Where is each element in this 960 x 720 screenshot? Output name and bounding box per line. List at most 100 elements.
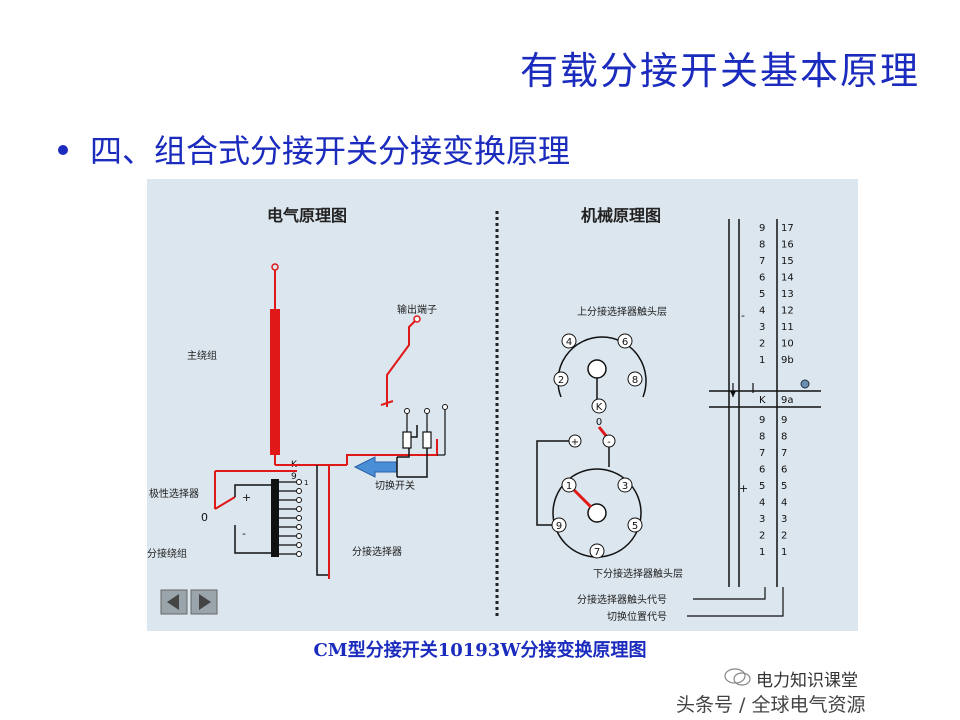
diagram-panel: 电气原理图 主绕组 K 9 极性选择器 0 + - 分接绕组 1 分接选择器 切… <box>147 179 858 631</box>
table-cell-contact: 2 <box>759 531 765 542</box>
next-button[interactable] <box>190 589 218 615</box>
table-cell-position: 4 <box>781 498 787 509</box>
nine-label: 9 <box>291 472 297 482</box>
svg-text:1: 1 <box>304 479 308 487</box>
upper-contact-k: K <box>596 402 603 413</box>
tap-selector-wire-a <box>316 465 329 576</box>
tap-winding-coil <box>271 479 279 557</box>
diagram-svg: 电气原理图 主绕组 K 9 极性选择器 0 + - 分接绕组 1 分接选择器 切… <box>147 206 821 623</box>
watermark-line2: 头条号 / 全球电气资源 <box>676 694 866 716</box>
polarity-plus-label: + <box>242 491 251 504</box>
bullet-text: 四、组合式分接开关分接变换原理 <box>90 132 571 170</box>
upper-contact-2: 2 <box>558 375 564 386</box>
table-minus-sign: - <box>741 309 745 322</box>
table-cell-contact: 9 <box>759 415 765 426</box>
table-cell-contact: 2 <box>759 339 765 350</box>
polarity-plus-wire <box>234 484 275 497</box>
lower-contact-7: 7 <box>594 547 600 558</box>
minus-terminal: - <box>607 437 611 448</box>
lower-contact-1: 1 <box>566 481 572 492</box>
polarity-minus-wire <box>234 525 275 554</box>
upper-contact-0: 0 <box>596 417 602 428</box>
table-cell-position: 5 <box>781 481 787 492</box>
table-cell-contact: 6 <box>759 465 765 476</box>
table-cell-contact: 3 <box>759 514 765 525</box>
table-cell-contact: 5 <box>759 289 765 300</box>
table-cell-position: 9a <box>781 395 794 406</box>
lower-red-arm <box>569 485 593 509</box>
table-cell-position: 8 <box>781 432 787 443</box>
watermark-line1: 电力知识课堂 <box>756 671 858 691</box>
table-cell-position: 2 <box>781 531 787 542</box>
table-cell-contact: 4 <box>759 498 765 509</box>
upper-red-arm <box>597 426 609 438</box>
table-cell-contact: 1 <box>759 547 765 558</box>
resistor-1 <box>402 431 412 449</box>
table-cell-position: 17 <box>781 223 794 234</box>
table-cell-position: 9 <box>781 415 787 426</box>
table-cell-contact: 7 <box>759 256 765 267</box>
table-cell-contact: 5 <box>759 481 765 492</box>
diverter-arrow-icon <box>353 456 398 478</box>
lower-contact-9: 9 <box>556 521 562 532</box>
table-cell-position: 1 <box>781 547 787 558</box>
tap-winding-label: 分接绕组 <box>147 547 187 560</box>
wechat-icon <box>724 668 751 686</box>
polarity-selector-label: 极性选择器 <box>149 487 199 500</box>
table-cell-contact: 1 <box>759 355 765 366</box>
resistor-2 <box>422 431 432 449</box>
main-winding-top-terminal <box>271 263 279 271</box>
mechanical-heading: 机械原理图 <box>581 206 661 225</box>
table-cell-position: 6 <box>781 465 787 476</box>
table-cell-contact: 3 <box>759 322 765 333</box>
lower-contact-5: 5 <box>632 521 638 532</box>
polarity-switch-arm <box>214 496 236 510</box>
contact-code-label: 分接选择器触头代号 <box>577 593 667 606</box>
table-cell-contact: 7 <box>759 448 765 459</box>
prev-button[interactable] <box>160 589 188 615</box>
polarity-minus-label: - <box>242 527 246 540</box>
table-cell-contact: K <box>759 395 766 406</box>
table-cell-position: 12 <box>781 306 794 317</box>
tap-selector-label: 分接选择器 <box>352 545 402 558</box>
output-terminal-label: 输出端子 <box>397 303 437 316</box>
table-cell-position: 15 <box>781 256 794 267</box>
lower-layer-label: 下分接选择器触头层 <box>593 567 683 580</box>
current-position-indicator-icon <box>800 379 810 389</box>
table-cell-position: 13 <box>781 289 794 300</box>
table-cell-position: 10 <box>781 339 794 350</box>
position-code-label: 切换位置代号 <box>607 610 667 623</box>
output-terminal-wire <box>386 318 418 407</box>
figure-caption: CM型分接开关10193W分接变换原理图 <box>313 640 647 661</box>
main-winding-coil <box>270 309 280 455</box>
upper-contact-6: 6 <box>622 337 628 348</box>
table-cell-position: 11 <box>781 322 794 333</box>
table-cell-contact: 4 <box>759 306 765 317</box>
slide-title: 有载分接开关基本原理 <box>519 49 920 93</box>
table-cell-contact: 6 <box>759 273 765 284</box>
table-cell-contact: 8 <box>759 432 765 443</box>
diverter-red-loop <box>346 439 438 465</box>
table-plus-sign: + <box>739 482 748 495</box>
output-terminal-node <box>413 315 421 323</box>
prev-arrow-icon <box>167 594 179 610</box>
table-cell-position: 14 <box>781 273 794 284</box>
lower-contact-3: 3 <box>622 481 628 492</box>
bullet-dot-icon <box>58 144 68 155</box>
upper-contact-4: 4 <box>566 337 572 348</box>
table-cell-position: 7 <box>781 448 787 459</box>
bullet-item: 四、组合式分接开关分接变换原理 <box>58 126 570 172</box>
plus-terminal: + <box>571 437 579 448</box>
table-cell-position: 16 <box>781 240 794 251</box>
table-cell-contact: 9 <box>759 223 765 234</box>
diverter-switch-label: 切换开关 <box>375 479 415 492</box>
table-cell-contact: 8 <box>759 240 765 251</box>
next-arrow-icon <box>199 594 211 610</box>
upper-contact-8: 8 <box>632 375 638 386</box>
upper-layer-label: 上分接选择器触头层 <box>577 305 667 318</box>
main-winding-label: 主绕组 <box>187 349 217 362</box>
electrical-heading: 电气原理图 <box>267 206 347 225</box>
polarity-zero-label: 0 <box>201 511 208 524</box>
table-cell-position: 9b <box>781 355 794 366</box>
